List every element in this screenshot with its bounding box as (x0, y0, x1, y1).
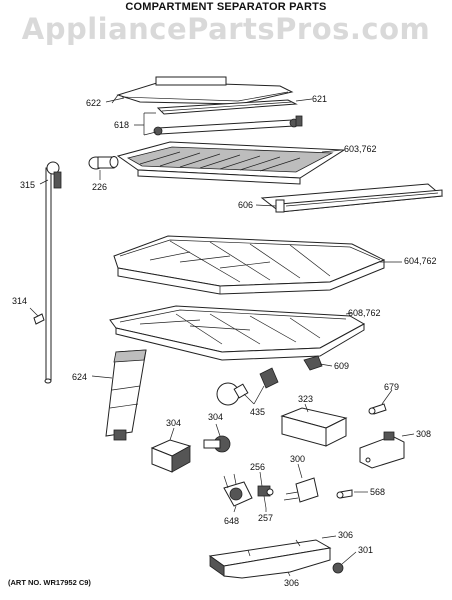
part-308-bracket[interactable] (359, 431, 405, 469)
leader-315 (39, 179, 49, 185)
callout-304-left: 304 (166, 418, 181, 428)
callout-435: 435 (250, 407, 265, 417)
part-621-channel[interactable] (156, 99, 298, 115)
part-679-screw[interactable] (368, 403, 387, 415)
leader-608 (345, 312, 353, 315)
part-606-bar[interactable] (260, 183, 444, 213)
leader-603 (321, 149, 343, 153)
callout-621: 621 (312, 94, 327, 104)
leader-304a (169, 427, 175, 441)
leader-618 (134, 112, 157, 136)
callout-306-bottom: 306 (284, 578, 299, 588)
diagram-title: COMPARTMENT SEPARATOR PARTS (125, 1, 327, 13)
callout-618: 618 (114, 120, 129, 130)
callout-568: 568 (370, 487, 385, 497)
callout-603-762: 603,762 (344, 144, 377, 154)
callout-624: 624 (72, 372, 87, 382)
part-306-housing[interactable] (208, 539, 332, 579)
leader-306a (321, 535, 337, 539)
leader-301 (341, 551, 357, 565)
part-609-clip[interactable] (303, 355, 323, 371)
callout-308: 308 (416, 429, 431, 439)
callout-323: 323 (298, 394, 313, 404)
callout-304-gear: 304 (208, 412, 223, 422)
callout-648: 648 (224, 516, 239, 526)
part-435-bulb[interactable] (216, 367, 279, 406)
part-314-screw[interactable] (33, 313, 45, 325)
callout-226: 226 (92, 182, 107, 192)
leader-679 (381, 389, 393, 405)
callout-606: 606 (238, 200, 253, 210)
part-226-pin[interactable] (88, 156, 119, 170)
leader-606 (255, 204, 277, 207)
part-648-motor[interactable] (223, 473, 253, 507)
callout-608-762: 608,762 (348, 308, 381, 318)
callout-256: 256 (250, 462, 265, 472)
callout-257: 257 (258, 513, 273, 523)
leader-300 (297, 463, 303, 479)
leader-624 (91, 375, 113, 379)
part-300-sensor[interactable] (283, 477, 319, 503)
callout-679: 679 (384, 382, 399, 392)
callout-314: 314 (12, 296, 27, 306)
leader-621 (295, 98, 313, 102)
part-323-housing[interactable] (280, 407, 348, 447)
part-618-rod[interactable] (153, 115, 303, 136)
art-number: (ART NO. WR17952 C9) (8, 578, 91, 587)
leader-622 (105, 97, 125, 103)
part-604-shelf[interactable] (113, 235, 386, 295)
leader-308 (401, 433, 415, 437)
part-568-screw[interactable] (336, 489, 353, 499)
leader-306b (287, 571, 291, 577)
part-603-shelf-frame[interactable] (116, 141, 346, 185)
leader-323 (304, 403, 309, 413)
callout-300: 300 (290, 454, 305, 464)
part-304-gear[interactable] (203, 435, 231, 453)
part-608-shelf[interactable] (109, 305, 366, 361)
leader-648 (233, 505, 237, 513)
leader-314 (29, 307, 39, 317)
watermark: AppliancePartsPros.com (21, 12, 431, 46)
callout-622: 622 (86, 98, 101, 108)
part-622-cover[interactable] (111, 76, 294, 105)
callout-609: 609 (334, 361, 349, 371)
callout-306-top: 306 (338, 530, 353, 540)
leader-435 (243, 385, 265, 405)
part-315-rod[interactable] (44, 161, 62, 384)
part-624-duct[interactable] (105, 349, 147, 441)
leader-609 (319, 363, 333, 367)
callout-315: 315 (20, 180, 35, 190)
part-256-switch[interactable] (257, 485, 274, 509)
callout-301: 301 (358, 545, 373, 555)
part-301-knob[interactable] (332, 562, 344, 574)
part-304-left[interactable] (150, 439, 192, 473)
leader-256 (259, 471, 263, 487)
callout-604-762: 604,762 (404, 256, 437, 266)
leader-304b (215, 423, 221, 437)
